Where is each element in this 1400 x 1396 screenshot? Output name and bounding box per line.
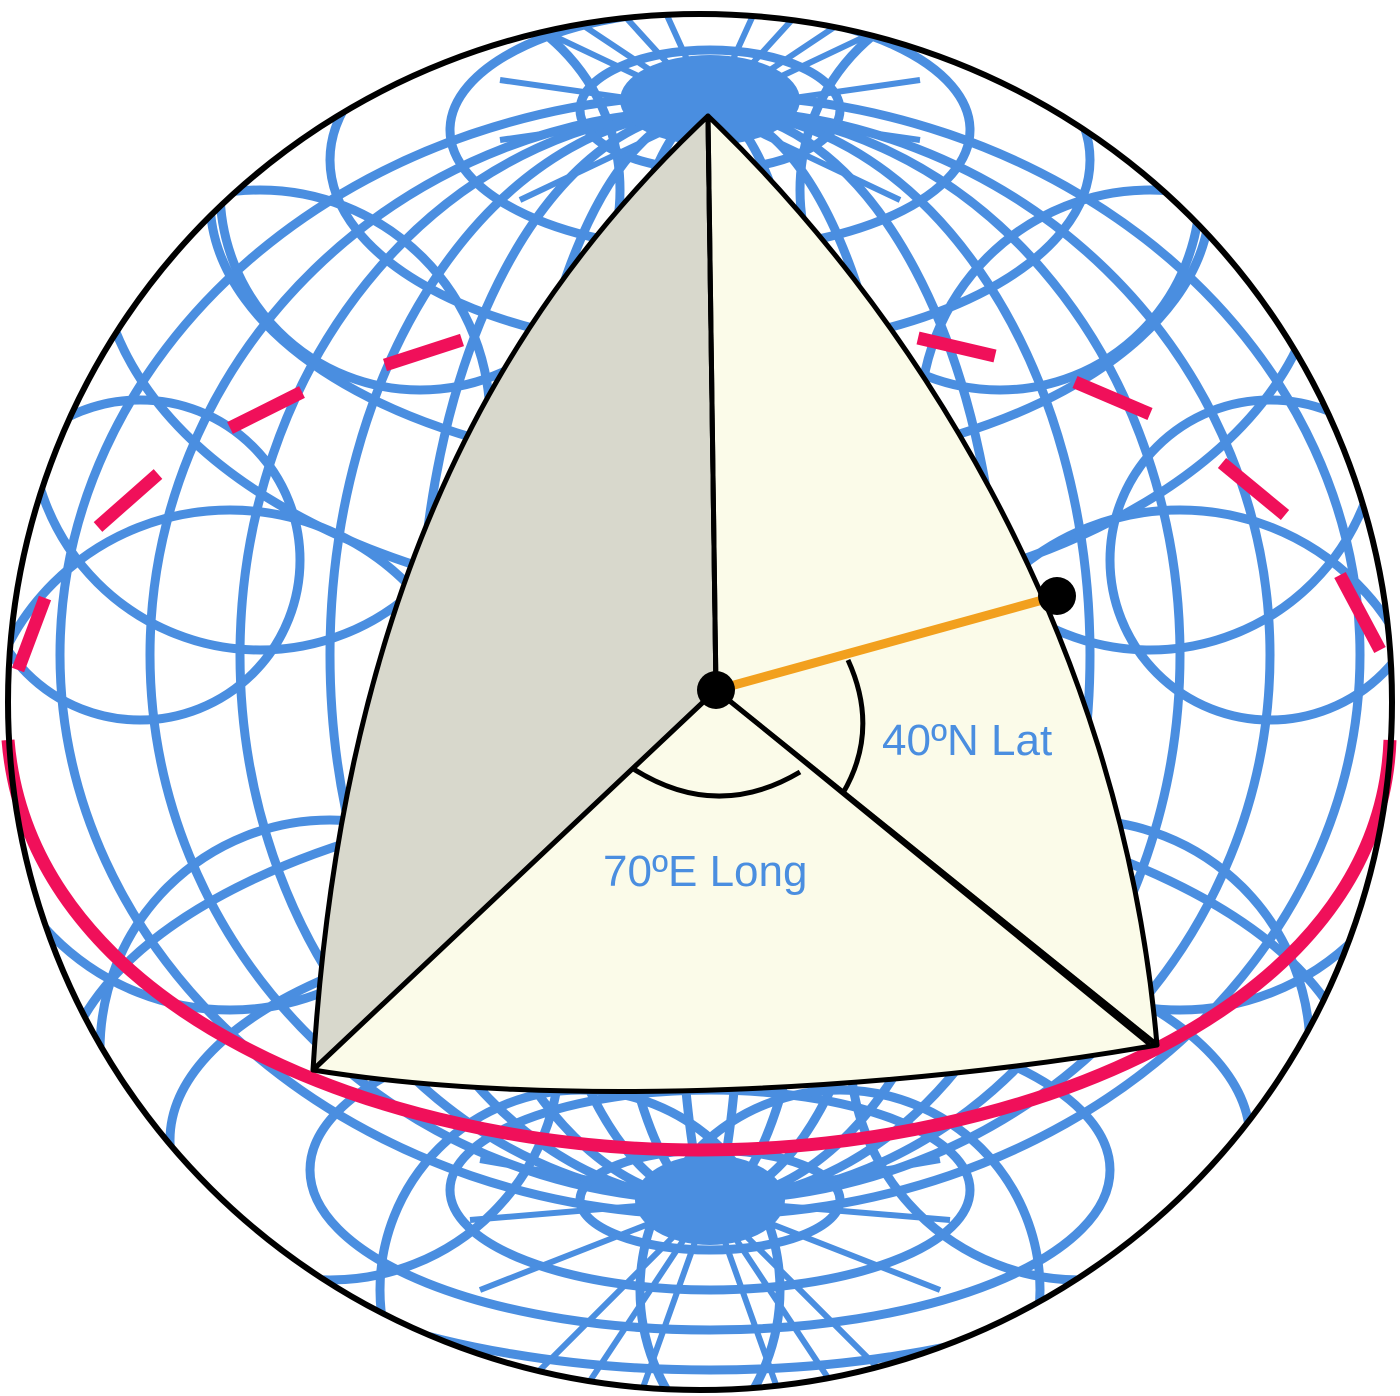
globe-outline [5, 11, 1395, 1393]
wedge-face-bottom [310, 687, 1160, 1095]
radius-right [714, 688, 1152, 1047]
south-pole-convergence [635, 1155, 785, 1245]
radius-left [311, 688, 718, 1072]
equator-line [1, 739, 1397, 1157]
cutaway-wedge [310, 113, 1160, 1095]
wedge-face-shaded [310, 113, 719, 1073]
dashed-latitude-circle [11, 331, 1386, 673]
wedge-face-right [705, 113, 1160, 1048]
longitude-label: 70ºE Long [603, 847, 807, 896]
north-pole-convergence [620, 55, 800, 145]
longitude-angle-arc [630, 765, 802, 799]
latitude-label: 40ºN Lat [882, 716, 1052, 765]
location-point-40N-70E [1038, 577, 1076, 615]
polar-axis [705, 115, 719, 691]
latitude-radius-line [714, 591, 1059, 695]
latitude-angle-arc [840, 658, 866, 795]
earth-center [697, 671, 735, 709]
